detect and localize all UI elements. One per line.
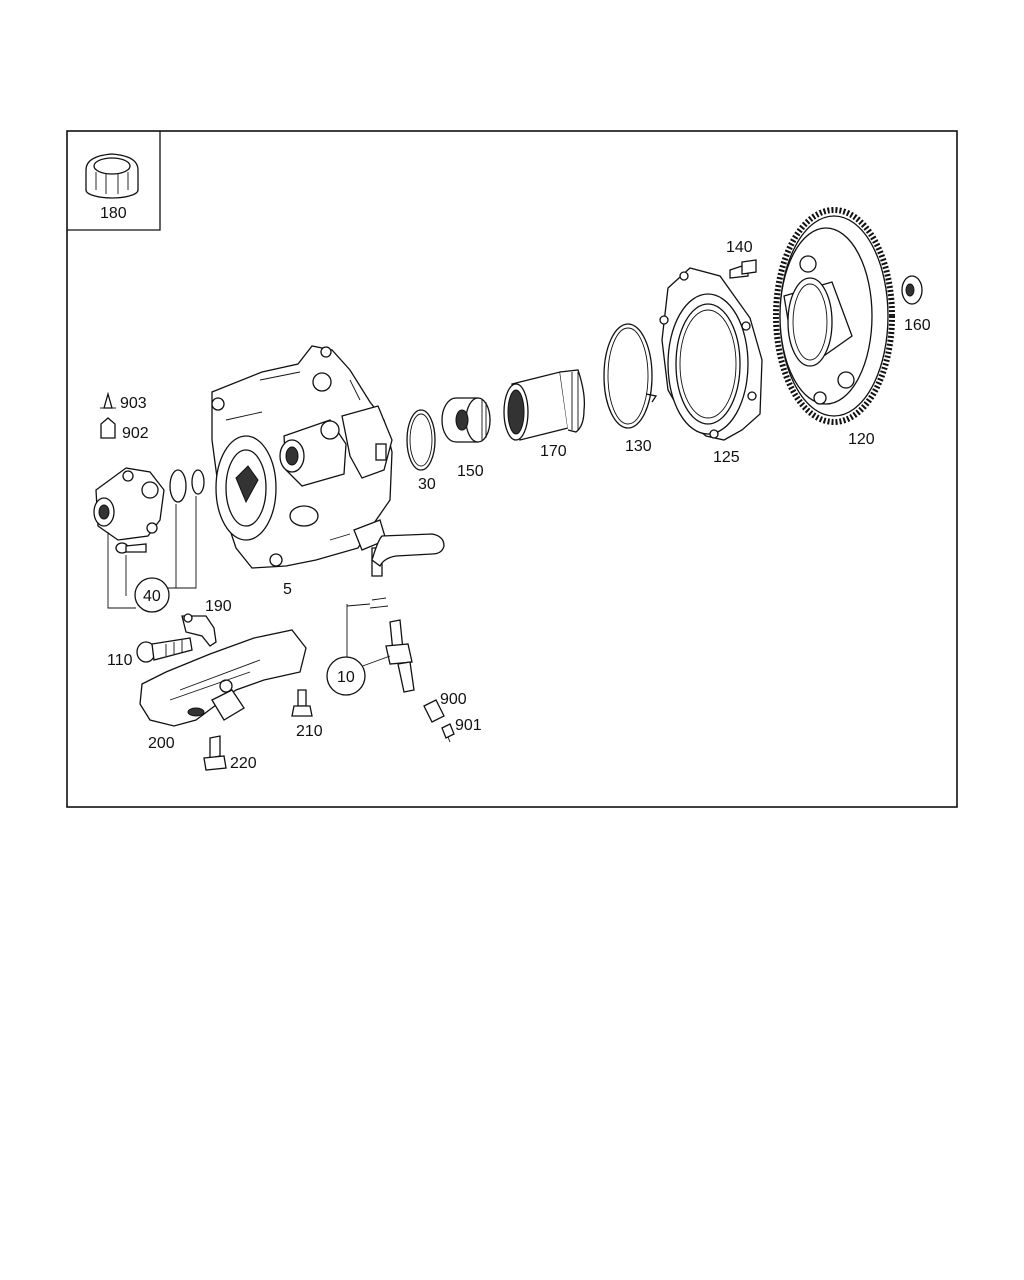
- bolt-110: [136, 637, 193, 663]
- snap-ring-130: [603, 323, 658, 429]
- seal-901: [441, 723, 455, 743]
- inset-box-180: 180: [67, 131, 161, 231]
- label-140: 140: [726, 239, 753, 256]
- pressure-valve-part: [93, 467, 165, 541]
- bolt-140: [729, 259, 757, 279]
- bracket-200: [139, 629, 307, 727]
- o-rings-40: [169, 469, 205, 503]
- o-ring-30: [406, 409, 436, 471]
- sleeve-170: [503, 369, 586, 441]
- label-5: 5: [283, 581, 292, 598]
- label-210: 210: [296, 723, 323, 740]
- label-10: 10: [337, 669, 355, 686]
- label-110: 110: [107, 652, 133, 669]
- label-120: 120: [848, 431, 875, 448]
- label-180: 180: [100, 205, 127, 222]
- sensor-10: [369, 597, 415, 693]
- label-160: 160: [904, 317, 931, 334]
- bracket-190: [181, 613, 217, 647]
- callout-circle-40: [134, 577, 170, 613]
- label-30: 30: [418, 476, 436, 493]
- label-200: 200: [148, 735, 175, 752]
- bolt-220: [203, 735, 227, 771]
- seal-150: [441, 397, 491, 443]
- label-190: 190: [205, 598, 232, 615]
- diagram-border: [66, 130, 958, 808]
- label-125: 125: [713, 449, 740, 466]
- label-901: 901: [455, 717, 482, 734]
- symbol-902: [100, 417, 116, 439]
- label-220: 220: [230, 755, 257, 772]
- washer-160: [901, 275, 923, 305]
- high-pressure-pump-part: [211, 345, 445, 577]
- flange-125: [659, 267, 763, 441]
- label-900: 900: [440, 691, 467, 708]
- cap-nut-icon: [85, 153, 139, 199]
- screw-40: [115, 542, 147, 554]
- label-170: 170: [540, 443, 567, 460]
- label-130: 130: [625, 438, 652, 455]
- label-40: 40: [143, 588, 161, 605]
- label-150: 150: [457, 463, 484, 480]
- bolt-210: [291, 689, 313, 717]
- label-903: 903: [120, 395, 147, 412]
- symbol-903: [100, 391, 116, 409]
- label-902: 902: [122, 425, 149, 442]
- gear-120: [773, 207, 895, 425]
- connector-900: [423, 699, 445, 723]
- callout-circle-10: [326, 656, 366, 696]
